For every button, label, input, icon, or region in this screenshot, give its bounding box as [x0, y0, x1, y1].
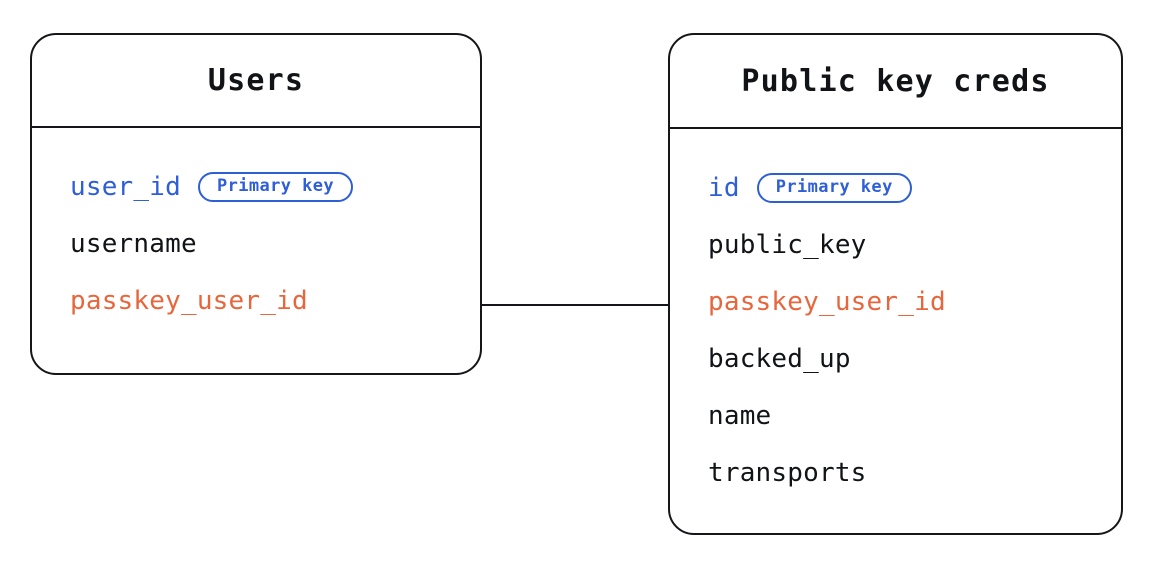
entity-public-key-creds[interactable]: Public key creds id Primary key public_k…	[668, 33, 1123, 535]
primary-key-badge: Primary key	[197, 171, 353, 202]
entity-users-title: Users	[207, 63, 305, 98]
field-name-public-key: public_key	[708, 229, 867, 260]
field-name-user-id: user_id	[70, 171, 181, 202]
field-row[interactable]: transports	[670, 444, 1121, 501]
field-name-passkey-user-id: passkey_user_id	[708, 286, 946, 317]
field-row[interactable]: backed_up	[670, 330, 1121, 387]
entity-public-key-creds-header: Public key creds	[670, 35, 1121, 129]
entity-public-key-creds-fields: id Primary key public_key passkey_user_i…	[670, 129, 1121, 501]
relationship-connector-users-to-public-key-creds	[482, 304, 668, 306]
entity-public-key-creds-title: Public key creds	[741, 63, 1050, 99]
entity-users-fields: user_id Primary key username passkey_use…	[32, 128, 480, 329]
field-row[interactable]: user_id Primary key	[32, 158, 480, 215]
primary-key-badge: Primary key	[756, 172, 912, 203]
field-row[interactable]: username	[32, 215, 480, 272]
field-row[interactable]: name	[670, 387, 1121, 444]
field-row[interactable]: id Primary key	[670, 159, 1121, 216]
field-row[interactable]: passkey_user_id	[32, 272, 480, 329]
field-row[interactable]: passkey_user_id	[670, 273, 1121, 330]
field-name-transports: transports	[708, 457, 867, 488]
field-name-username: username	[70, 228, 197, 259]
field-row[interactable]: public_key	[670, 216, 1121, 273]
field-name-passkey-user-id: passkey_user_id	[70, 285, 308, 316]
entity-users[interactable]: Users user_id Primary key username passk…	[30, 33, 482, 375]
field-name-id: id	[708, 172, 740, 203]
field-name-name: name	[708, 400, 772, 431]
entity-users-header: Users	[32, 35, 480, 128]
field-name-backed-up: backed_up	[708, 343, 851, 374]
